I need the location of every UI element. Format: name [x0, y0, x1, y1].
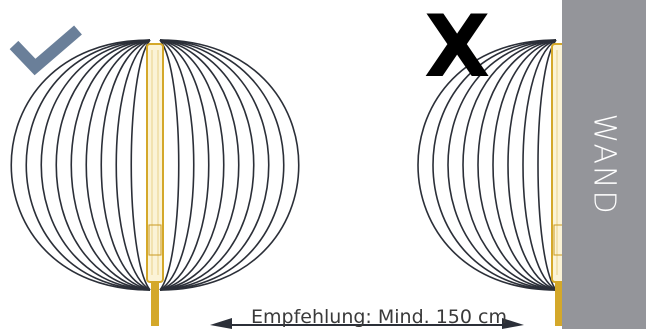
bad-placement-x-mark: X — [424, 4, 490, 90]
left-antenna — [147, 44, 163, 326]
wall-label-text: WAND — [587, 113, 622, 215]
wall-label: WAND — [562, 0, 646, 329]
recommendation-label: Empfehlung: Mind. 150 cm — [234, 307, 524, 327]
